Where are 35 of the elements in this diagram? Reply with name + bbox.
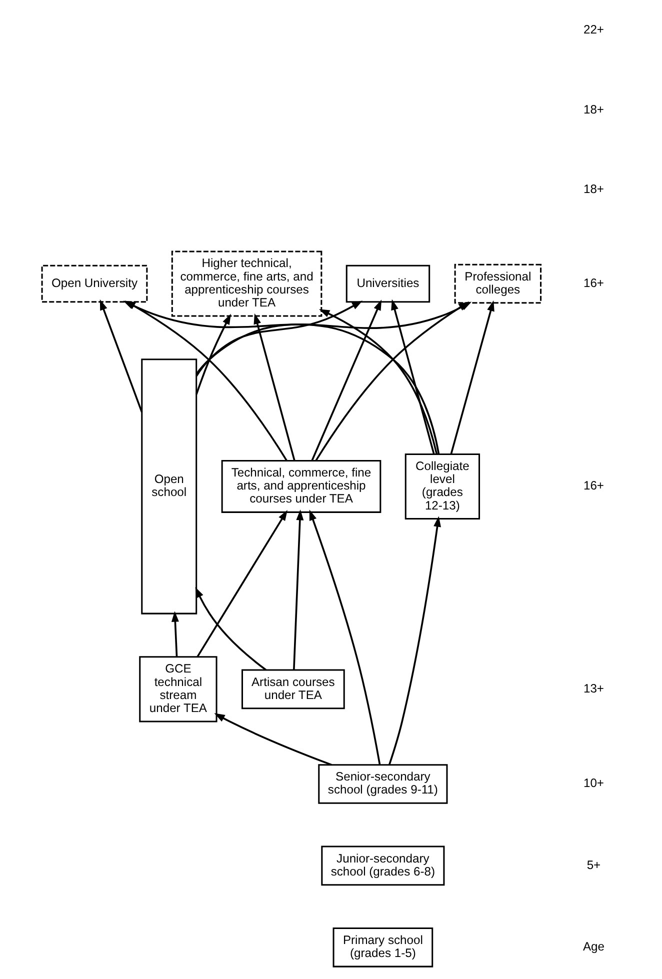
arrow [124, 300, 288, 462]
arrow [310, 300, 382, 461]
arrow [195, 314, 230, 395]
label: 22+ [582, 22, 604, 37]
node-box: Technical, commerce, fine arts, and apprenticeship courses under TEA [220, 460, 381, 513]
arrow [308, 510, 380, 765]
arrow [390, 299, 434, 454]
arrow [196, 510, 287, 658]
arrow [195, 300, 362, 377]
node-box: GCE technical stream under TEA [138, 656, 217, 722]
node-box: Primary school (grades 1-5) [332, 927, 433, 968]
label: 16+ [582, 276, 604, 290]
arrow [388, 516, 440, 765]
node-box: Junior-secondary school (grades 6-8) [320, 846, 444, 886]
arrow [318, 309, 438, 454]
label: 10+ [582, 776, 604, 790]
label: 13+ [582, 681, 604, 696]
node-box: Artisan courses under TEA [240, 669, 344, 710]
node-box: Senior-secondary school (grades 9-11) [318, 764, 448, 804]
arrow [194, 586, 266, 671]
node-box: Higher technical, commerce, fine arts, and apprenticeship courses under TEA [170, 250, 322, 317]
label: 18+ [582, 182, 604, 196]
label: 18+ [582, 102, 604, 116]
node-box: Universities [345, 264, 430, 303]
arrow [292, 510, 304, 670]
label: 5+ [586, 858, 600, 872]
node-box: Open University [40, 264, 148, 303]
node-box: Professional colleges [454, 264, 542, 304]
arrow [214, 713, 332, 766]
label: 16+ [582, 478, 604, 493]
label: Age [582, 940, 604, 954]
arrow [253, 313, 295, 461]
node-box: Collegiate level (grades 12-13) [404, 453, 480, 520]
node-box: Open school [140, 358, 197, 614]
arrow [170, 611, 178, 657]
